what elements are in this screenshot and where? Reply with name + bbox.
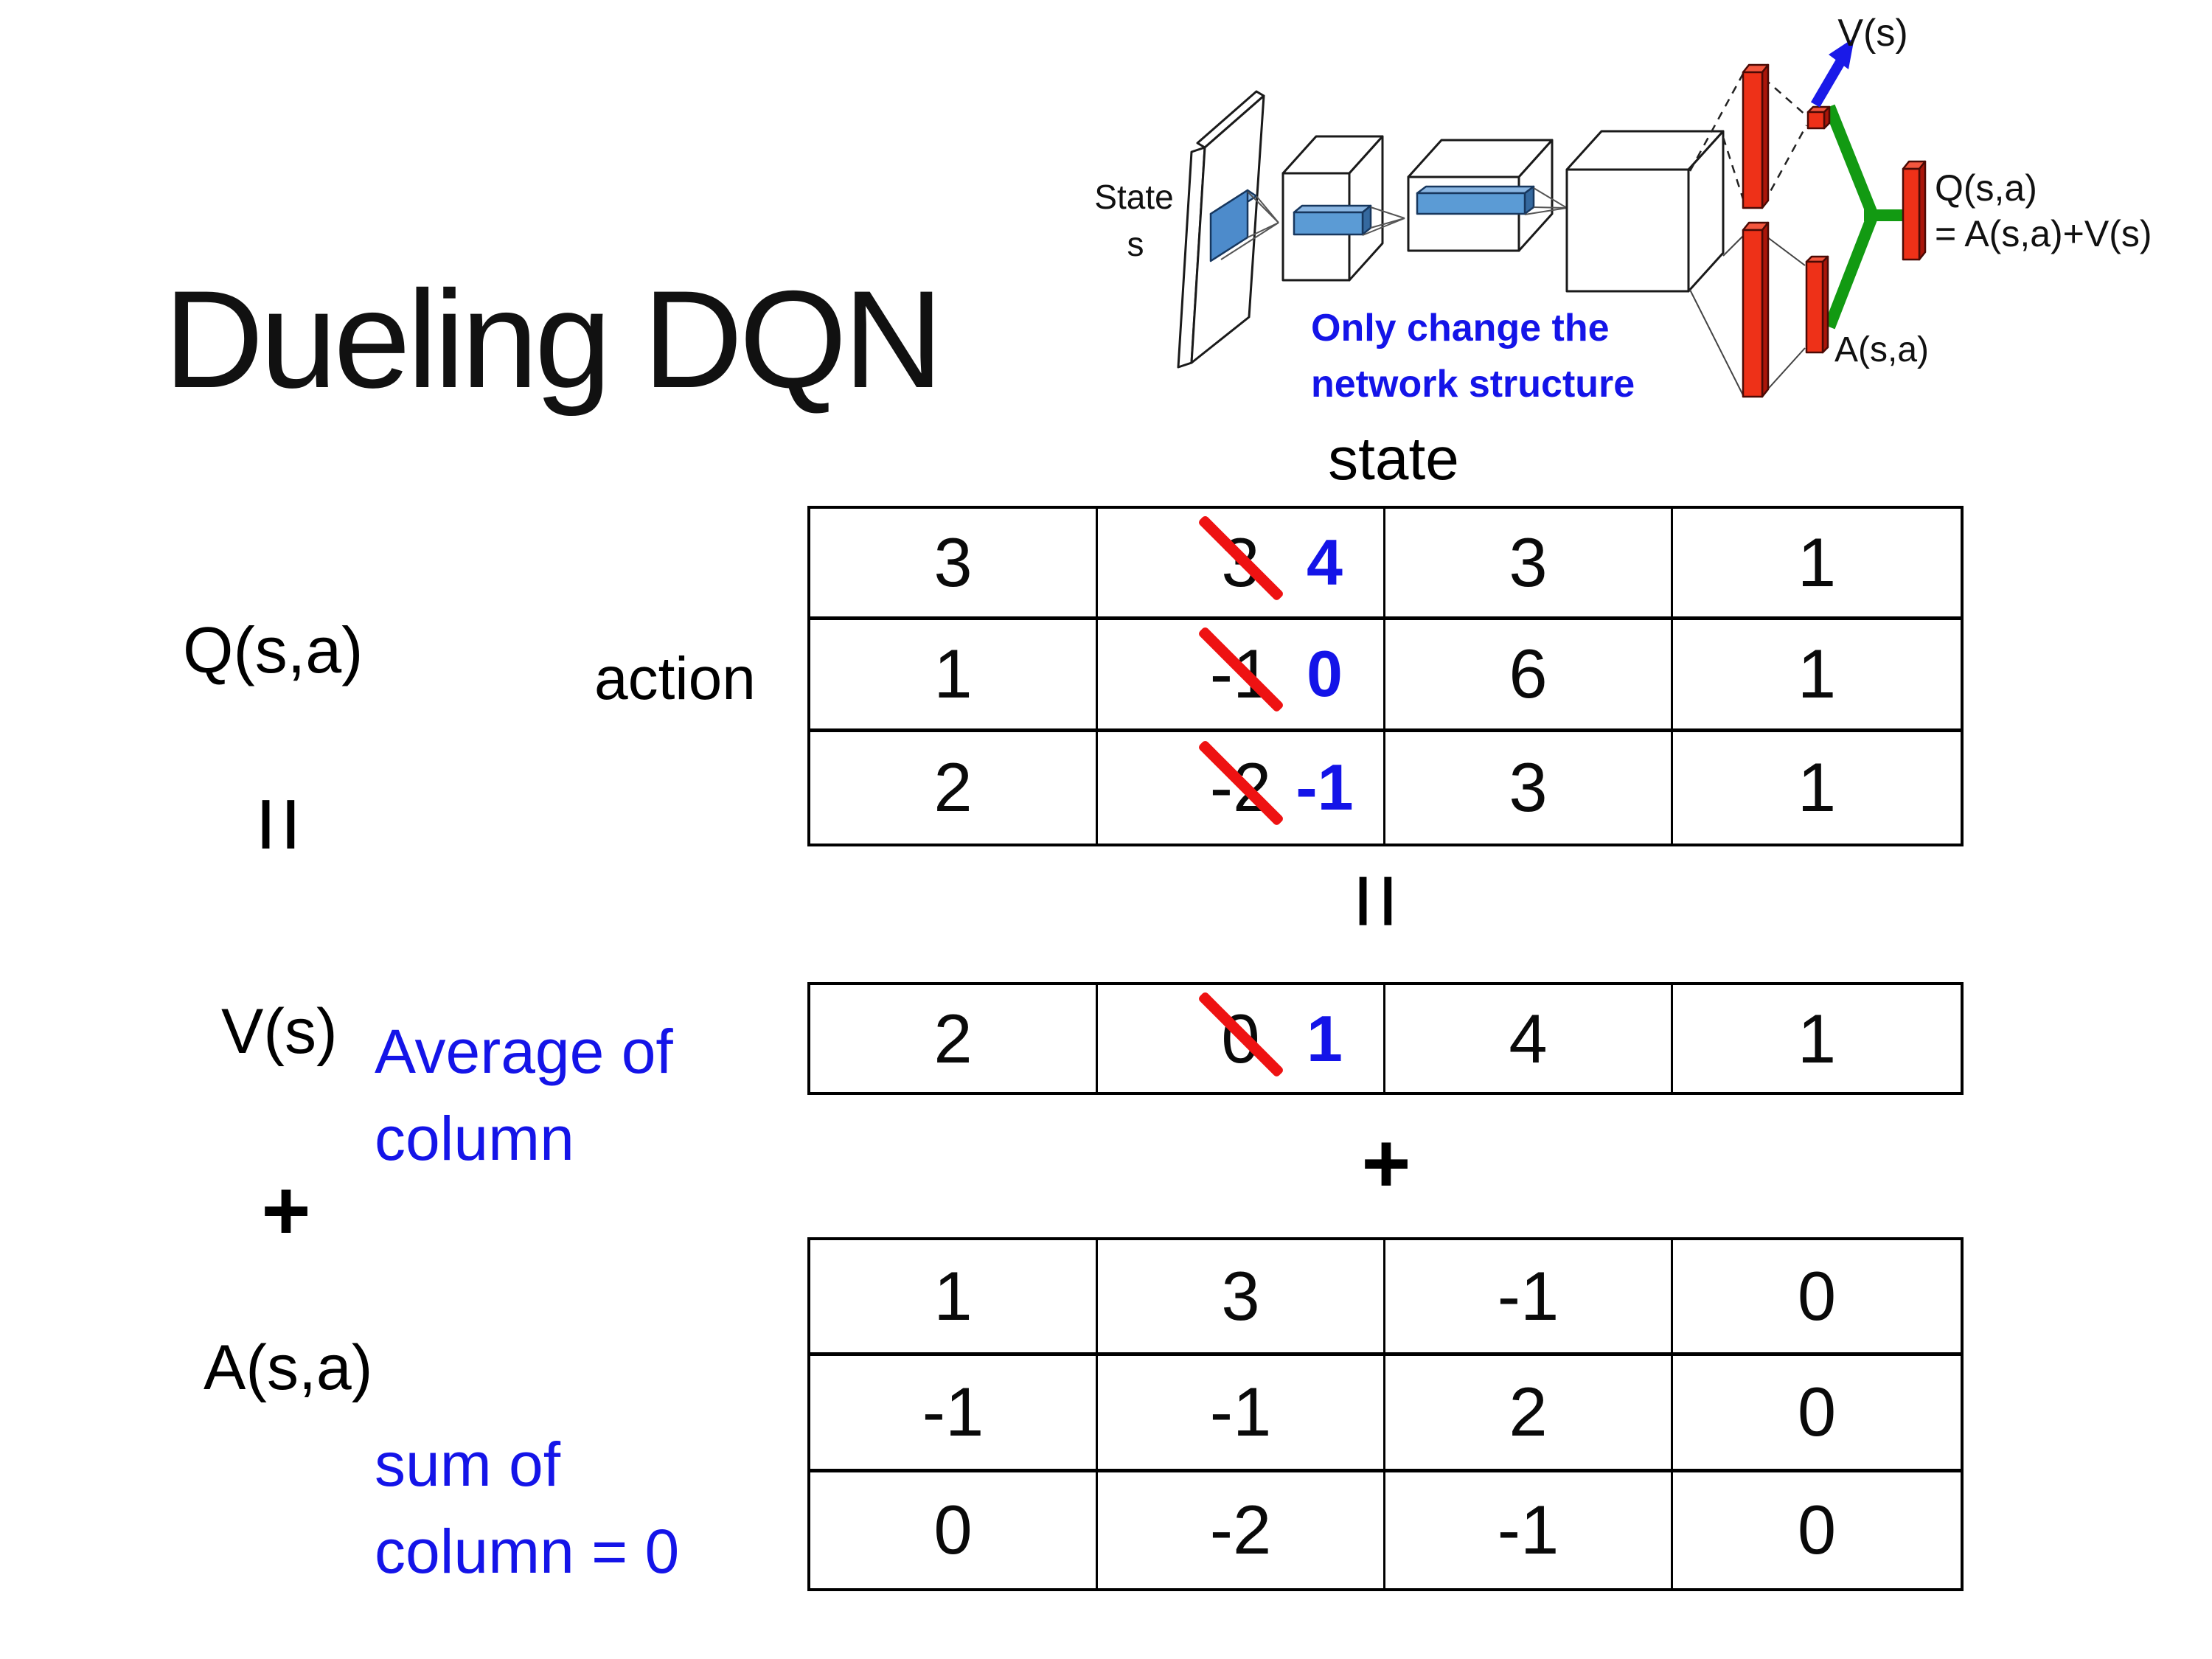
a-cell: 0	[810, 1472, 1098, 1588]
fc-box	[1565, 130, 1725, 293]
old-value: -2	[1197, 740, 1284, 827]
conv-filter-icon	[1209, 189, 1258, 262]
a-cell: 2	[1385, 1356, 1673, 1472]
q-cell-crossed: -2 -1	[1098, 731, 1385, 844]
state-input-sublabel: s	[1127, 225, 1144, 263]
v-node	[1806, 105, 1831, 130]
old-value-text: -1	[1209, 635, 1272, 713]
q-table: 3 3 4 3 1 1 -1 0 6 1 2 -2 -1 3 1	[807, 506, 1964, 846]
plus-sign-left: +	[261, 1163, 311, 1258]
q-cell: 1	[1673, 509, 1961, 621]
v-stream-dashed-lines	[1688, 73, 1808, 204]
a-cell: -1	[1385, 1240, 1673, 1357]
v-table: 2 0 1 4 1	[807, 982, 1964, 1095]
v-cell: 1	[1797, 999, 1837, 1077]
diagram-note-line1: Only change the	[1311, 307, 1610, 349]
q-cell: 1	[1797, 748, 1837, 827]
sum-note-line2: column = 0	[375, 1516, 680, 1586]
new-value: 0	[1307, 637, 1343, 711]
q-cell: 6	[1385, 620, 1673, 732]
merge-connector	[1823, 104, 1909, 330]
a-stream-bar	[1742, 221, 1770, 398]
a-cell: -1	[1098, 1356, 1385, 1472]
a-cell: 0	[1797, 1491, 1837, 1569]
v-matrix-label: V(s)	[221, 996, 338, 1067]
projection-lines-2	[1524, 187, 1568, 215]
projection-lines-1	[1362, 206, 1405, 236]
v-stream-bar	[1742, 63, 1770, 209]
feature-bar-2	[1416, 185, 1535, 215]
v-output-label: V(s)	[1837, 12, 1907, 55]
a-cell: 3	[1098, 1240, 1385, 1357]
a-cell: -2	[1098, 1472, 1385, 1588]
a-cell: 0	[1673, 1240, 1961, 1357]
v-cell: 4	[1385, 985, 1673, 1092]
new-value: 4	[1307, 526, 1343, 599]
a-cell: 0	[1673, 1356, 1961, 1472]
new-value: 1	[1307, 1001, 1343, 1075]
a-stream-lines	[1689, 234, 1806, 396]
q-matrix-label: Q(s,a)	[183, 613, 364, 686]
average-note: Average of column	[375, 1009, 673, 1182]
new-value: -1	[1295, 751, 1354, 824]
old-value-text: -2	[1209, 748, 1272, 827]
a-cell: -1	[1385, 1472, 1673, 1588]
q-cell: 1	[1673, 620, 1961, 732]
a-table: 1 3 -1 0 -1 -1 2 0 0 -2 -1 0	[807, 1237, 1964, 1591]
a-cell: -1	[810, 1356, 1098, 1472]
q-cell-crossed: -1 0	[1098, 620, 1385, 732]
sum-note: sum of column = 0	[375, 1422, 679, 1595]
state-input-label: State	[1094, 178, 1173, 216]
q-cell: 1	[810, 620, 1098, 732]
a-output-label: A(s,a)	[1834, 330, 1929, 369]
equals-sign-left: =	[224, 795, 336, 854]
old-value: 0	[1197, 990, 1284, 1078]
state-axis-label: state	[1328, 425, 1459, 493]
q-output-label: Q(s,a)	[1935, 167, 2037, 209]
q-output-bar	[1902, 160, 1927, 261]
q-cell: 3	[1385, 509, 1673, 621]
old-value: -1	[1197, 626, 1284, 714]
diagram-note-line2: network structure	[1311, 363, 1635, 406]
filter-projection-lines	[1220, 191, 1279, 260]
v-cell: 2	[810, 985, 1098, 1092]
q-cell-crossed: 3 4	[1098, 509, 1385, 621]
a-cell: 1	[810, 1240, 1098, 1357]
v-cell-crossed: 0 1	[1098, 985, 1385, 1092]
a-matrix-label: A(s,a)	[204, 1332, 373, 1403]
action-axis-label: action	[594, 645, 756, 712]
equals-sign-center: =	[1321, 872, 1433, 931]
network-diagram: State s	[1094, 12, 2152, 406]
sum-note-line1: sum of	[375, 1430, 561, 1499]
page-title: Dueling DQN	[164, 261, 944, 417]
value-arrow-icon	[1810, 38, 1854, 108]
q-cell: 2	[810, 731, 1098, 844]
q-cell: 3	[810, 509, 1098, 621]
feature-bar-1	[1293, 204, 1372, 236]
old-value-text: 0	[1221, 999, 1260, 1077]
q-cell: 3	[1385, 731, 1673, 844]
a-output-bar	[1805, 255, 1829, 354]
plus-sign-center: +	[1361, 1116, 1411, 1211]
average-note-line1: Average of	[375, 1017, 673, 1086]
q-output-formula: = A(s,a)+V(s)	[1935, 213, 2152, 254]
old-value-text: 3	[1221, 524, 1260, 602]
old-value: 3	[1197, 515, 1284, 602]
average-note-line2: column	[375, 1103, 574, 1173]
